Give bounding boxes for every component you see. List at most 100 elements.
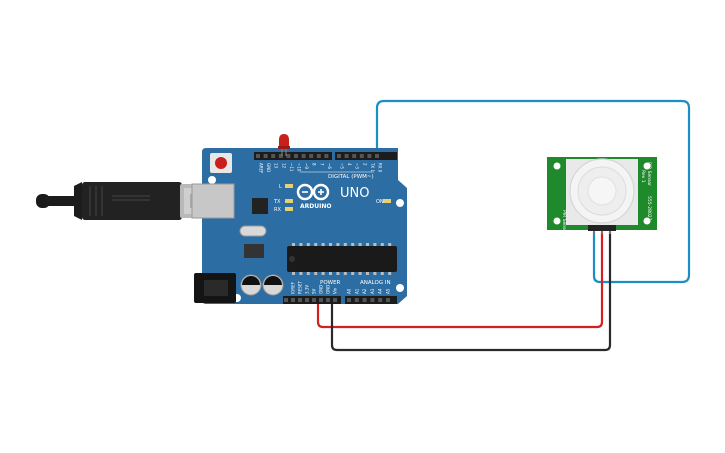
digital-pin-hole[interactable] [337, 154, 341, 158]
chip-pin [388, 272, 392, 275]
pir-right-code: 555-28027 [646, 196, 652, 221]
digital-pin-hole[interactable] [294, 154, 298, 158]
crystal [239, 225, 267, 237]
wire-power[interactable] [316, 232, 604, 329]
digital-pin-hole[interactable] [344, 154, 349, 158]
analog-pin-label: A5 [386, 288, 391, 294]
power-pin-hole[interactable] [319, 298, 323, 302]
digital-pin-label: RX 0 [378, 163, 383, 173]
pir-sensor[interactable]: PIR Sensor PIR Sensor Rev 1 555-28027 [547, 157, 657, 234]
digital-pin-label: 2 [362, 163, 367, 166]
digital-pin-label: 13 [274, 163, 279, 169]
led-tx-label: TX [273, 199, 281, 205]
digital-pin-label: GND [266, 163, 271, 172]
wire-signal[interactable] [375, 99, 691, 284]
wires [316, 99, 691, 352]
power-pin-hole[interactable] [298, 298, 302, 302]
power-pin-hole[interactable] [333, 298, 337, 302]
power-pin-hole[interactable] [326, 298, 330, 302]
digital-pin-hole[interactable] [301, 154, 306, 158]
red-led[interactable] [278, 134, 290, 156]
digital-pin-label: 12 [281, 163, 286, 169]
digital-pin-hole[interactable] [256, 154, 260, 158]
chip-pin [306, 272, 310, 275]
power-pin-hole[interactable] [312, 298, 316, 302]
power-pin-hole[interactable] [291, 298, 295, 302]
wire-ground[interactable] [330, 232, 612, 352]
chip-pin [343, 272, 347, 275]
analog-pin-label: A4 [378, 288, 383, 294]
power-pin-label: IOREF [291, 281, 296, 294]
digital-pin-label: 7 [319, 163, 324, 166]
analog-header-label: ANALOG IN [360, 280, 391, 286]
analog-pin-label: A3 [370, 288, 375, 294]
power-pin-hole[interactable] [284, 298, 288, 302]
digital-pin-hole[interactable] [263, 154, 268, 158]
analog-pin-hole[interactable] [386, 298, 390, 302]
led-l-label: L [279, 184, 282, 190]
usb-port [191, 183, 235, 219]
digital-pin-label: TX 1 [370, 162, 375, 172]
power-pin-label: 5V [312, 288, 317, 294]
led-rx-label: RX [274, 207, 281, 213]
digital-pin-hole[interactable] [309, 154, 314, 158]
analog-pin-hole[interactable] [362, 298, 367, 302]
digital-pin-label: ~11 [289, 163, 294, 172]
digital-header-label: DIGITAL (PWM~) [328, 174, 374, 180]
reset-button[interactable] [210, 153, 232, 173]
chip-pin [321, 272, 325, 275]
digital-pin-hole[interactable] [375, 154, 379, 158]
chip-pin [366, 272, 369, 275]
digital-pin-hole[interactable] [359, 154, 364, 158]
chip-pin [388, 243, 392, 246]
chip-pin [343, 243, 347, 246]
analog-pin-hole[interactable] [370, 298, 375, 302]
digital-pin-hole[interactable] [278, 154, 283, 158]
digital-pin-hole[interactable] [286, 154, 291, 158]
pir-dome [566, 158, 638, 225]
pir-right-label1: PIR Sensor [646, 162, 652, 186]
arduino-logo [296, 183, 330, 201]
analog-pin-hole[interactable] [378, 298, 383, 302]
chip-pin [358, 243, 362, 246]
power-header-label: POWER [320, 280, 341, 286]
chip-pin [299, 272, 303, 275]
power-pin-label: RESET [298, 281, 303, 294]
chip-pin [351, 272, 355, 275]
digital-pin-hole[interactable] [324, 154, 329, 158]
chip-pin [336, 243, 340, 246]
usb-chip [252, 198, 268, 214]
chip-pin [329, 243, 332, 246]
digital-pin-hole[interactable] [352, 154, 357, 158]
digital-pin-label: ~3 [355, 163, 360, 169]
digital-pin-hole[interactable] [271, 154, 276, 158]
power-pin-hole[interactable] [305, 298, 309, 302]
led-on-label: ON [376, 199, 384, 205]
chip-pin [292, 272, 295, 275]
capacitors [240, 274, 284, 296]
chip-pin [299, 243, 303, 246]
atmega-chip [287, 243, 397, 275]
digital-pin-label: 4 [347, 163, 352, 166]
analog-pin-label: A1 [354, 288, 359, 294]
chip-pin [380, 243, 384, 246]
power-pin-label: 3.3V [305, 285, 310, 294]
chip-pin [321, 243, 325, 246]
board-brand: ARDUINO [300, 203, 331, 210]
analog-pin-hole[interactable] [354, 298, 359, 302]
digital-pin-hole[interactable] [367, 154, 372, 158]
chip-pin [373, 272, 377, 275]
pir-right-label2: Rev 1 [640, 170, 646, 183]
chip-pin [306, 243, 310, 246]
board-leds: L TX RX ON [273, 184, 391, 213]
digital-pin-hole[interactable] [316, 154, 321, 158]
digital-pin-label: AREF [259, 163, 264, 174]
chip-pin [314, 243, 318, 246]
chip-pin [380, 272, 384, 275]
analog-pin-hole[interactable] [347, 298, 351, 302]
